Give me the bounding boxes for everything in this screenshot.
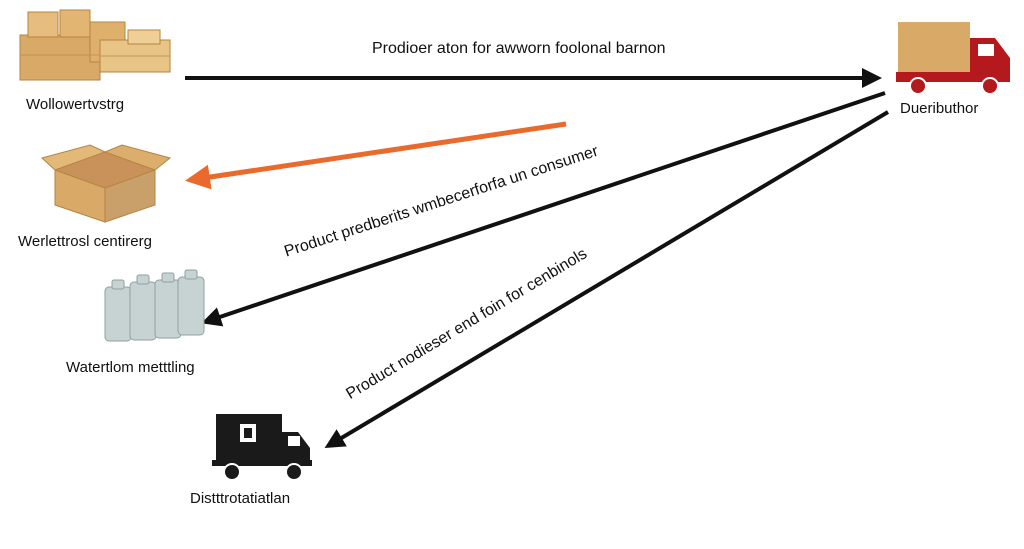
node-label-warehouse: Werlettrosl centirerg	[18, 233, 152, 250]
node-label-wholesale: Wollowertvstrg	[26, 96, 125, 113]
red-delivery-truck-icon	[896, 22, 1010, 95]
arrow-orange-to-warehouse	[185, 121, 567, 190]
arrow-distributor-to-distribution	[324, 110, 890, 449]
node-label-waterloom: Watertlom metttling	[66, 359, 195, 376]
edge-label-top: Prodioer aton for awworn foolonal barnon	[372, 40, 666, 57]
node-label-distributor: Dueributhor	[900, 100, 979, 117]
cardboard-boxes-stack-icon	[19, 9, 171, 81]
arrow-distributor-to-waterloom	[201, 91, 886, 327]
black-delivery-truck-icon	[212, 414, 312, 481]
open-cardboard-box-icon	[40, 144, 172, 223]
bottles-row-icon	[104, 269, 205, 342]
node-label-distribution: Distttrotatiatlan	[190, 490, 291, 507]
